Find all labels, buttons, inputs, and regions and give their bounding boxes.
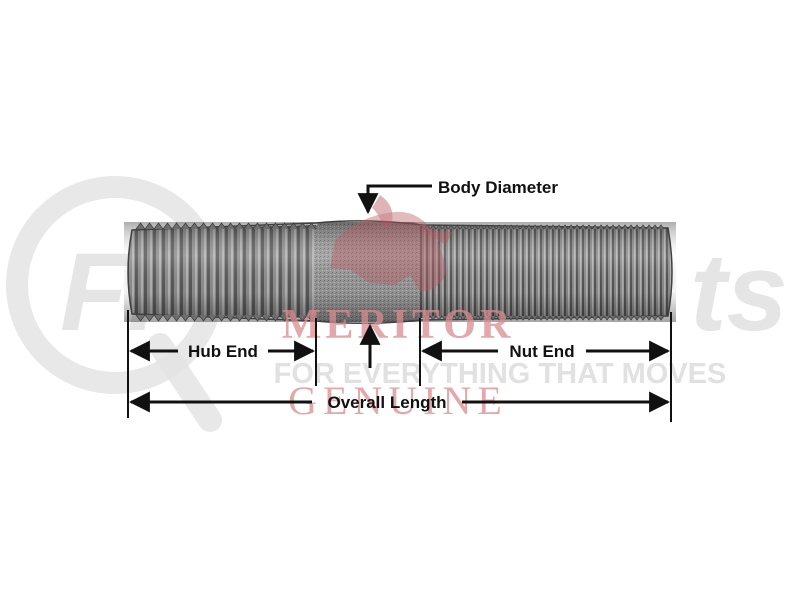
dimension-extension-lines	[127, 310, 672, 422]
watermark-tagline: FOR EVERYTHING THAT MOVES	[274, 358, 727, 390]
nut-end-label: Nut End	[509, 342, 574, 361]
hub-end-thread-crest	[135, 314, 317, 322]
nut-end-thread-crest	[423, 315, 665, 321]
watermark-right-fragment: ts	[690, 231, 788, 354]
body-diameter-leader	[357, 184, 432, 368]
hub-end-thread-crest	[135, 222, 317, 230]
hub-end-label: Hub End	[188, 342, 258, 361]
watermark-brand: MERITOR	[282, 302, 515, 348]
wheel-stud	[124, 220, 676, 325]
nut-end-thread-crest	[423, 224, 665, 230]
body-diameter-label: Body Diameter	[438, 178, 558, 197]
meritor-bull-logo	[330, 195, 452, 292]
overall-length-label: Overall Length	[327, 393, 446, 412]
